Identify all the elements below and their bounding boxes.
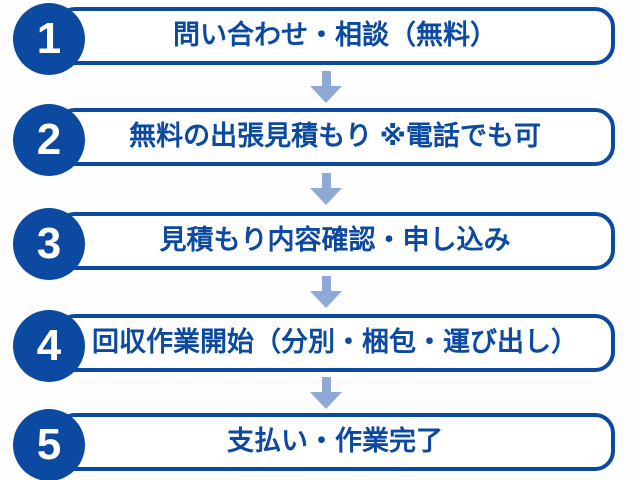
step-3-number-badge: 3 (13, 208, 85, 280)
step-1: 問い合わせ・相談（無料） 1 (0, 3, 640, 75)
step-3-label: 見積もり内容確認・申し込み (159, 224, 511, 255)
arrow-stem (321, 276, 331, 291)
step-4-label: 回収作業開始（分別・梱包・運び出し） (92, 326, 578, 357)
arrow-down-icon (310, 71, 342, 103)
arrow-head (310, 188, 342, 205)
step-3-number: 3 (36, 219, 62, 268)
step-4-number-badge: 4 (13, 310, 85, 382)
step-4: 回収作業開始（分別・梱包・運び出し） 4 (0, 310, 640, 382)
step-1-label: 問い合わせ・相談（無料） (173, 19, 497, 50)
arrow-stem (321, 173, 331, 188)
step-2-number-badge: 2 (13, 104, 85, 176)
step-3-label-pill: 見積もり内容確認・申し込み (55, 212, 615, 270)
step-5-number-badge: 5 (13, 409, 85, 480)
arrow-stem (321, 377, 331, 392)
arrow-down-icon (310, 173, 342, 205)
step-5-label-pill: 支払い・作業完了 (55, 413, 615, 471)
arrow-head (310, 86, 342, 103)
step-2-number: 2 (36, 115, 62, 164)
step-4-label-pill: 回収作業開始（分別・梱包・運び出し） (55, 314, 615, 372)
step-1-number-badge: 1 (13, 3, 85, 75)
step-5-number: 5 (36, 420, 62, 469)
arrow-down-icon (310, 377, 342, 409)
step-4-number: 4 (36, 321, 62, 370)
step-2: 無料の出張見積もり ※電話でも可 2 (0, 104, 640, 176)
arrow-down-icon (310, 276, 342, 308)
step-1-label-pill: 問い合わせ・相談（無料） (55, 7, 615, 65)
arrow-head (310, 392, 342, 409)
step-5-label: 支払い・作業完了 (227, 425, 443, 456)
arrow-stem (321, 71, 331, 86)
step-3: 見積もり内容確認・申し込み 3 (0, 208, 640, 280)
step-1-number: 1 (36, 14, 62, 63)
step-2-label: 無料の出張見積もり ※電話でも可 (129, 120, 541, 151)
step-5: 支払い・作業完了 5 (0, 409, 640, 480)
step-2-label-pill: 無料の出張見積もり ※電話でも可 (55, 108, 615, 166)
arrow-head (310, 291, 342, 308)
